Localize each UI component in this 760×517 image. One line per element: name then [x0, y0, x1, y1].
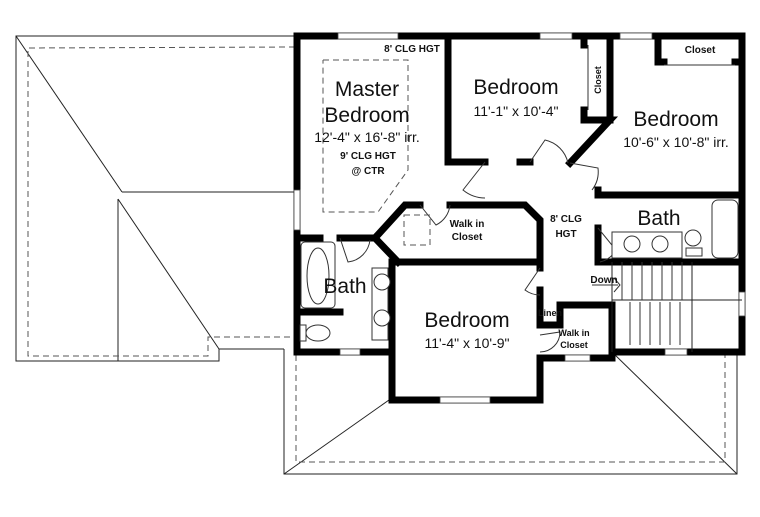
sink-master-2 [373, 309, 391, 327]
walkin-bedroom-4-label-2: Closet [560, 340, 588, 350]
roof-bottom [283, 349, 738, 475]
bedroom-2-label: Bedroom [473, 76, 558, 99]
closet-bedroom-3-label: Closet [685, 45, 716, 56]
hall-ceiling-note-2: HGT [555, 229, 576, 240]
bathtub-hall [711, 199, 739, 259]
linen-label: Linen [538, 308, 562, 318]
walkin-master-label-2: Closet [452, 232, 483, 243]
master-bedroom-label-2: Bedroom [324, 104, 409, 127]
toilet-hall [684, 229, 702, 247]
bedroom-3-size: 10'-6" x 10'-8" irr. [623, 134, 729, 150]
walkin-master-label-1: Walk in [450, 219, 485, 230]
master-bedroom-size: 12'-4" x 16'-8" irr. [314, 129, 420, 145]
master-bath-label: Bath [323, 275, 366, 298]
sink-master-1 [373, 273, 391, 291]
closet-bedroom-2-label: Closet [593, 66, 603, 94]
toilet-master [305, 324, 331, 342]
hall-bath-label: Bath [637, 207, 680, 230]
walls [293, 32, 746, 404]
walkin-bedroom-4-label-1: Walk in [558, 328, 589, 338]
windows [293, 32, 746, 404]
bedroom-2-size: 11'-1" x 10'-4" [473, 103, 558, 119]
fixtures [299, 199, 739, 342]
bedroom-4-size: 11'-4" x 10'-9" [424, 335, 509, 351]
bedroom-4-label: Bedroom [424, 309, 509, 332]
master-ceiling-note: 8' CLG HGT [384, 44, 440, 55]
bedroom-3-label: Bedroom [633, 108, 718, 131]
sink-hall-2 [651, 235, 669, 253]
master-ceiling-center-2: @ CTR [351, 166, 385, 177]
master-bedroom-label-1: Master [335, 78, 399, 101]
sink-hall-1 [623, 235, 641, 253]
roof-left [15, 35, 296, 362]
stairs-down-label: Down [590, 275, 617, 286]
stairs[interactable] [592, 262, 742, 352]
hall-ceiling-note-1: 8' CLG [550, 214, 582, 225]
master-ceiling-center-1: 9' CLG HGT [340, 151, 396, 162]
doors [322, 45, 735, 353]
